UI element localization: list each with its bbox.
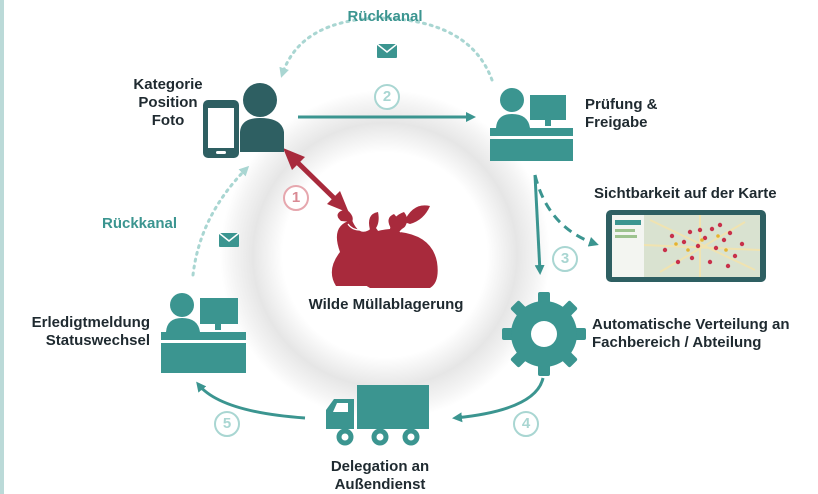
arrow-step-1 — [294, 159, 338, 202]
label-line: Prüfung & — [585, 96, 658, 113]
step-number-5: 5 — [214, 411, 240, 437]
arrow-step-4 — [452, 377, 545, 423]
arrow-step-1-head-b — [327, 191, 349, 213]
label-feedback-top: Rückkanal — [347, 8, 423, 25]
label-auto-distribution: Automatische Verteilung an Fachbereich /… — [592, 316, 790, 352]
step-number-4: 4 — [513, 411, 539, 437]
label-review: Prüfung & Freigabe — [585, 96, 658, 132]
edge-strip — [0, 0, 4, 494]
arrow-step-5 — [196, 381, 306, 420]
label-line: Kategorie — [133, 76, 203, 93]
label-completion: Erledigtmeldung Statuswechsel — [8, 314, 150, 350]
step-number-2: 2 — [374, 84, 400, 110]
label-line: Freigabe — [585, 114, 648, 131]
arrow-step-1-head-a — [283, 148, 305, 170]
label-report-details: Kategorie Position Foto — [118, 76, 218, 130]
label-line: Foto — [151, 112, 185, 129]
arrow-step-3-map — [533, 174, 599, 247]
label-line: Außendienst — [334, 476, 426, 493]
label-feedback-left: Rückkanal — [102, 215, 178, 232]
truck-icon — [326, 385, 429, 446]
label-line: Automatische Verteilung an — [592, 316, 790, 333]
label-delegation: Delegation an Außendienst — [310, 458, 450, 494]
label-line: Fachbereich / Abteilung — [592, 334, 762, 351]
arrow-step-3-down — [533, 174, 545, 275]
envelope-icon — [218, 232, 240, 247]
label-illegal-dumping: Wilde Müllablagerung — [308, 296, 464, 313]
user-icon — [240, 83, 284, 152]
desk-worker-icon — [161, 293, 246, 373]
feedback-channel-top — [279, 16, 494, 82]
garbage-bags-icon — [331, 205, 438, 288]
gear-icon — [502, 292, 586, 376]
label-line: Position — [138, 94, 198, 111]
envelope-icon — [376, 43, 398, 58]
label-line: Statuswechsel — [45, 332, 150, 349]
label-line: Delegation an — [330, 458, 430, 475]
step-number-3: 3 — [552, 246, 578, 272]
step-number-1: 1 — [283, 185, 309, 211]
label-line: Erledigtmeldung — [31, 314, 150, 331]
desk-worker-icon — [490, 88, 573, 161]
map-screen-icon — [606, 210, 766, 282]
smartphone-icon — [203, 100, 239, 158]
feedback-channel-left — [191, 165, 250, 277]
label-map-visibility: Sichtbarkeit auf der Karte — [594, 185, 777, 202]
